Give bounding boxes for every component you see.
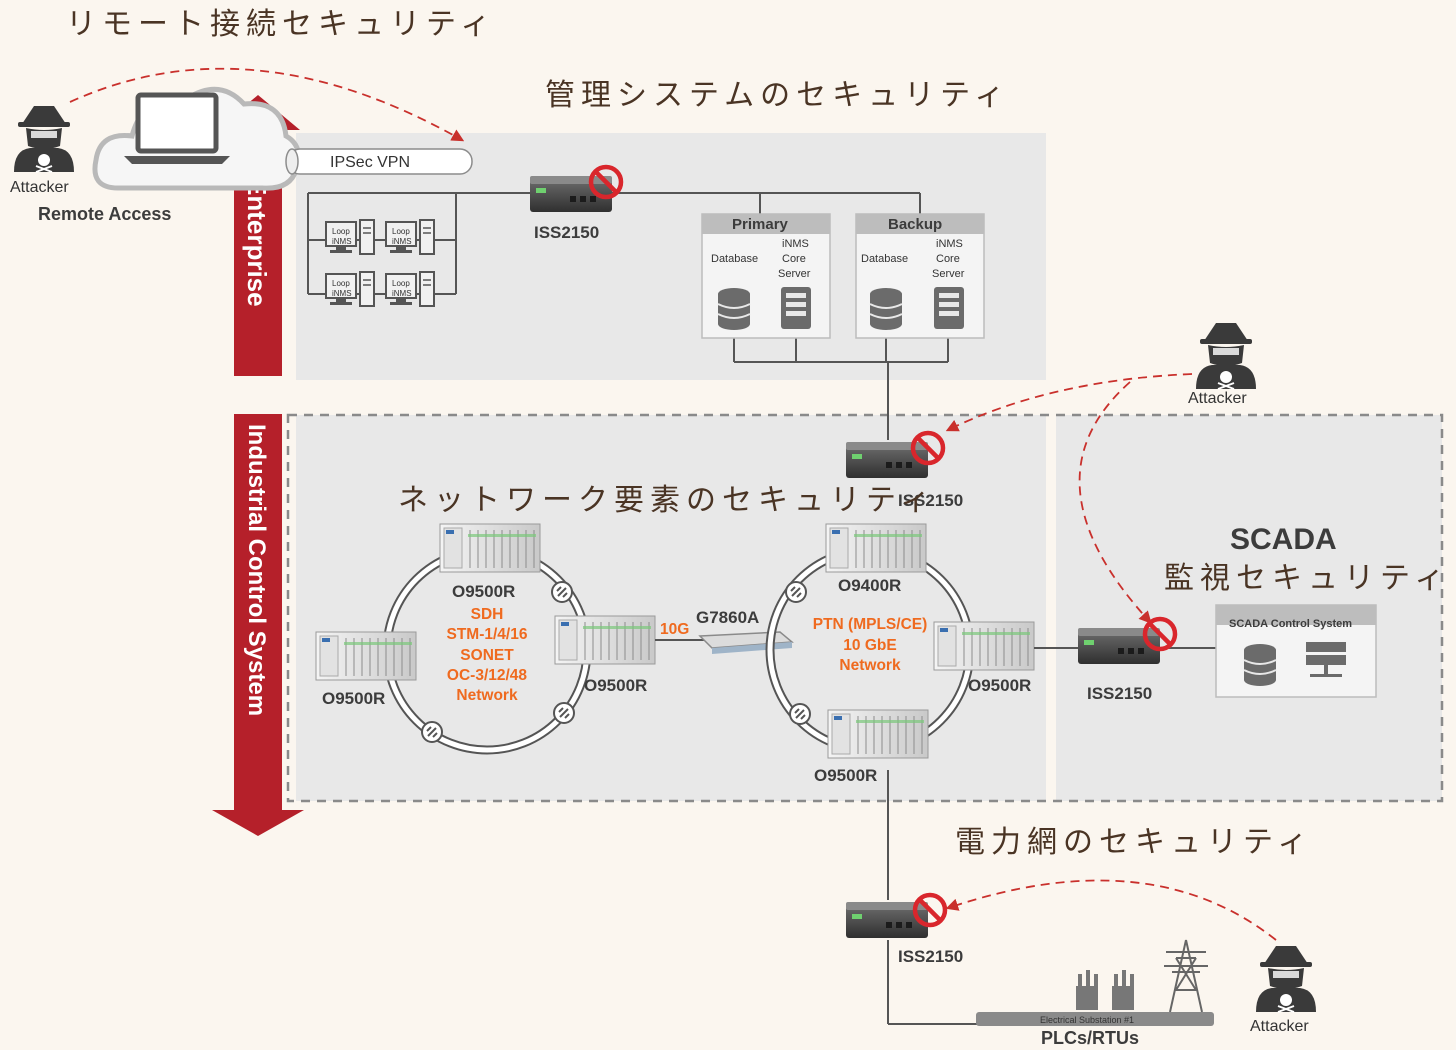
- vpn-label: IPSec VPN: [330, 154, 410, 171]
- ring1-line-5: Network: [456, 687, 518, 704]
- remote-access-label: Remote Access: [38, 204, 171, 224]
- loop-inms-pc-3: Loop iNMS: [325, 271, 375, 307]
- svg-text:iNMS: iNMS: [936, 238, 963, 250]
- database-icon: [1243, 643, 1277, 687]
- management-security-heading: 管理システムのセキュリティ: [545, 78, 1010, 113]
- enterprise-label: Enterprise: [242, 178, 272, 307]
- o9500r-device: [827, 709, 929, 759]
- svg-text:Loop: Loop: [332, 279, 350, 288]
- attacker-icon: [13, 105, 75, 173]
- link-10g-label: 10G: [660, 621, 689, 638]
- ring1-line-1: SDH: [471, 606, 504, 623]
- svg-text:iNMS: iNMS: [332, 237, 352, 246]
- backup-label: Backup: [888, 216, 942, 233]
- attack-path-scada: [1078, 381, 1152, 624]
- ics-boundary: [286, 413, 1444, 803]
- ics-arrow: [212, 414, 304, 836]
- svg-text:iNMS: iNMS: [392, 289, 412, 298]
- svg-text:Loop: Loop: [392, 279, 410, 288]
- attack-path-grid: [945, 879, 1277, 941]
- primary-server-group: Primary Database iNMS Core Server: [701, 213, 831, 339]
- o9500r-device: [933, 621, 1035, 671]
- database-icon: [717, 287, 751, 331]
- grid-security-heading: 電力網のセキュリティ: [955, 825, 1313, 860]
- scada-security-heading: 監視セキュリティ: [1164, 561, 1450, 596]
- svg-text:iNMS: iNMS: [782, 238, 809, 250]
- svg-text:Server: Server: [778, 268, 811, 280]
- iss2150-enterprise-label: ISS2150: [534, 223, 599, 242]
- svg-text:iNMS: iNMS: [392, 237, 412, 246]
- ring2-line-2: 10 GbE: [843, 637, 896, 654]
- iss2150-scada-label: ISS2150: [1087, 684, 1152, 703]
- loop-inms-pc-4: Loop iNMS: [385, 271, 435, 307]
- ring1-line-2: STM-1/4/16: [447, 626, 528, 643]
- backup-server-group: Backup Database iNMS Core Server: [855, 213, 985, 339]
- attacker-right-label: Attacker: [1188, 390, 1247, 407]
- scada-control-system: SCADA Control System: [1215, 604, 1377, 698]
- primary-label: Primary: [732, 216, 789, 233]
- iss2150-core-label: ISS2150: [898, 491, 963, 510]
- ring-connector-icon: [789, 703, 811, 725]
- o9400r-device: [825, 523, 927, 573]
- attacker-label: Attacker: [10, 179, 69, 196]
- attacker-bottom-label: Attacker: [1250, 1018, 1309, 1035]
- o9500r-bottom-label: O9500R: [814, 766, 877, 785]
- svg-text:Database: Database: [861, 253, 908, 265]
- laptop-icon: [135, 92, 219, 154]
- ring1-line-4: OC-3/12/48: [447, 667, 528, 684]
- remote-security-heading: リモート接続セキュリティ: [66, 7, 496, 42]
- attacker-icon: [1255, 945, 1317, 1013]
- o9500r-left-label: O9500R: [322, 689, 385, 708]
- network-security-heading: ネットワーク要素のセキュリティ: [398, 483, 936, 518]
- svg-text:Loop: Loop: [332, 227, 350, 236]
- ics-zone: [296, 415, 1046, 801]
- scada-control-label: SCADA Control System: [1229, 618, 1352, 630]
- ring2-line-3: Network: [839, 657, 901, 674]
- ring-connector-icon: [421, 721, 443, 743]
- plc-rtu-label: PLCs/RTUs: [1041, 1028, 1139, 1048]
- ring-connector-icon: [551, 581, 573, 603]
- svg-text:Core: Core: [782, 253, 806, 265]
- scada-heading: SCADA: [1230, 523, 1337, 556]
- power-tower-icon: [1164, 939, 1208, 1013]
- svg-text:Loop: Loop: [392, 227, 410, 236]
- iss2150-grid-label: ISS2150: [898, 947, 963, 966]
- svg-text:iNMS: iNMS: [332, 289, 352, 298]
- attack-path-core: [945, 373, 1193, 432]
- ics-label: Industrial Control System: [243, 424, 270, 716]
- remote-attack-path: [69, 67, 465, 142]
- o9500r-ring2-right-label: O9500R: [968, 676, 1031, 695]
- svg-text:Database: Database: [711, 253, 758, 265]
- server-icon: [934, 287, 964, 329]
- server-rack-icon: [1306, 642, 1346, 677]
- substation: Electrical Substation #1 PLCs/RTUs: [976, 939, 1214, 1048]
- o9500r-device: [439, 523, 541, 573]
- svg-text:Core: Core: [936, 253, 960, 265]
- transformer-icon: [1076, 970, 1134, 1010]
- o9400r-label: O9400R: [838, 576, 901, 595]
- o9500r-device: [315, 631, 417, 681]
- loop-inms-pc-1: Loop iNMS: [325, 219, 375, 255]
- attacker-icon: [1195, 322, 1257, 390]
- g7860a-label: G7860A: [696, 608, 759, 627]
- loop-inms-pc-2: Loop iNMS: [385, 219, 435, 255]
- ring1-line-3: SONET: [460, 647, 514, 664]
- ring-connector-icon: [553, 702, 575, 724]
- ring2-line-1: PTN (MPLS/CE): [813, 616, 928, 633]
- svg-text:Server: Server: [932, 268, 965, 280]
- database-icon: [869, 287, 903, 331]
- o9500r-top-label: O9500R: [452, 582, 515, 601]
- server-icon: [781, 287, 811, 329]
- substation-label: Electrical Substation #1: [1040, 1015, 1134, 1025]
- o9500r-device: [554, 615, 656, 665]
- o9500r-right-label: O9500R: [584, 676, 647, 695]
- ring-connector-icon: [785, 581, 807, 603]
